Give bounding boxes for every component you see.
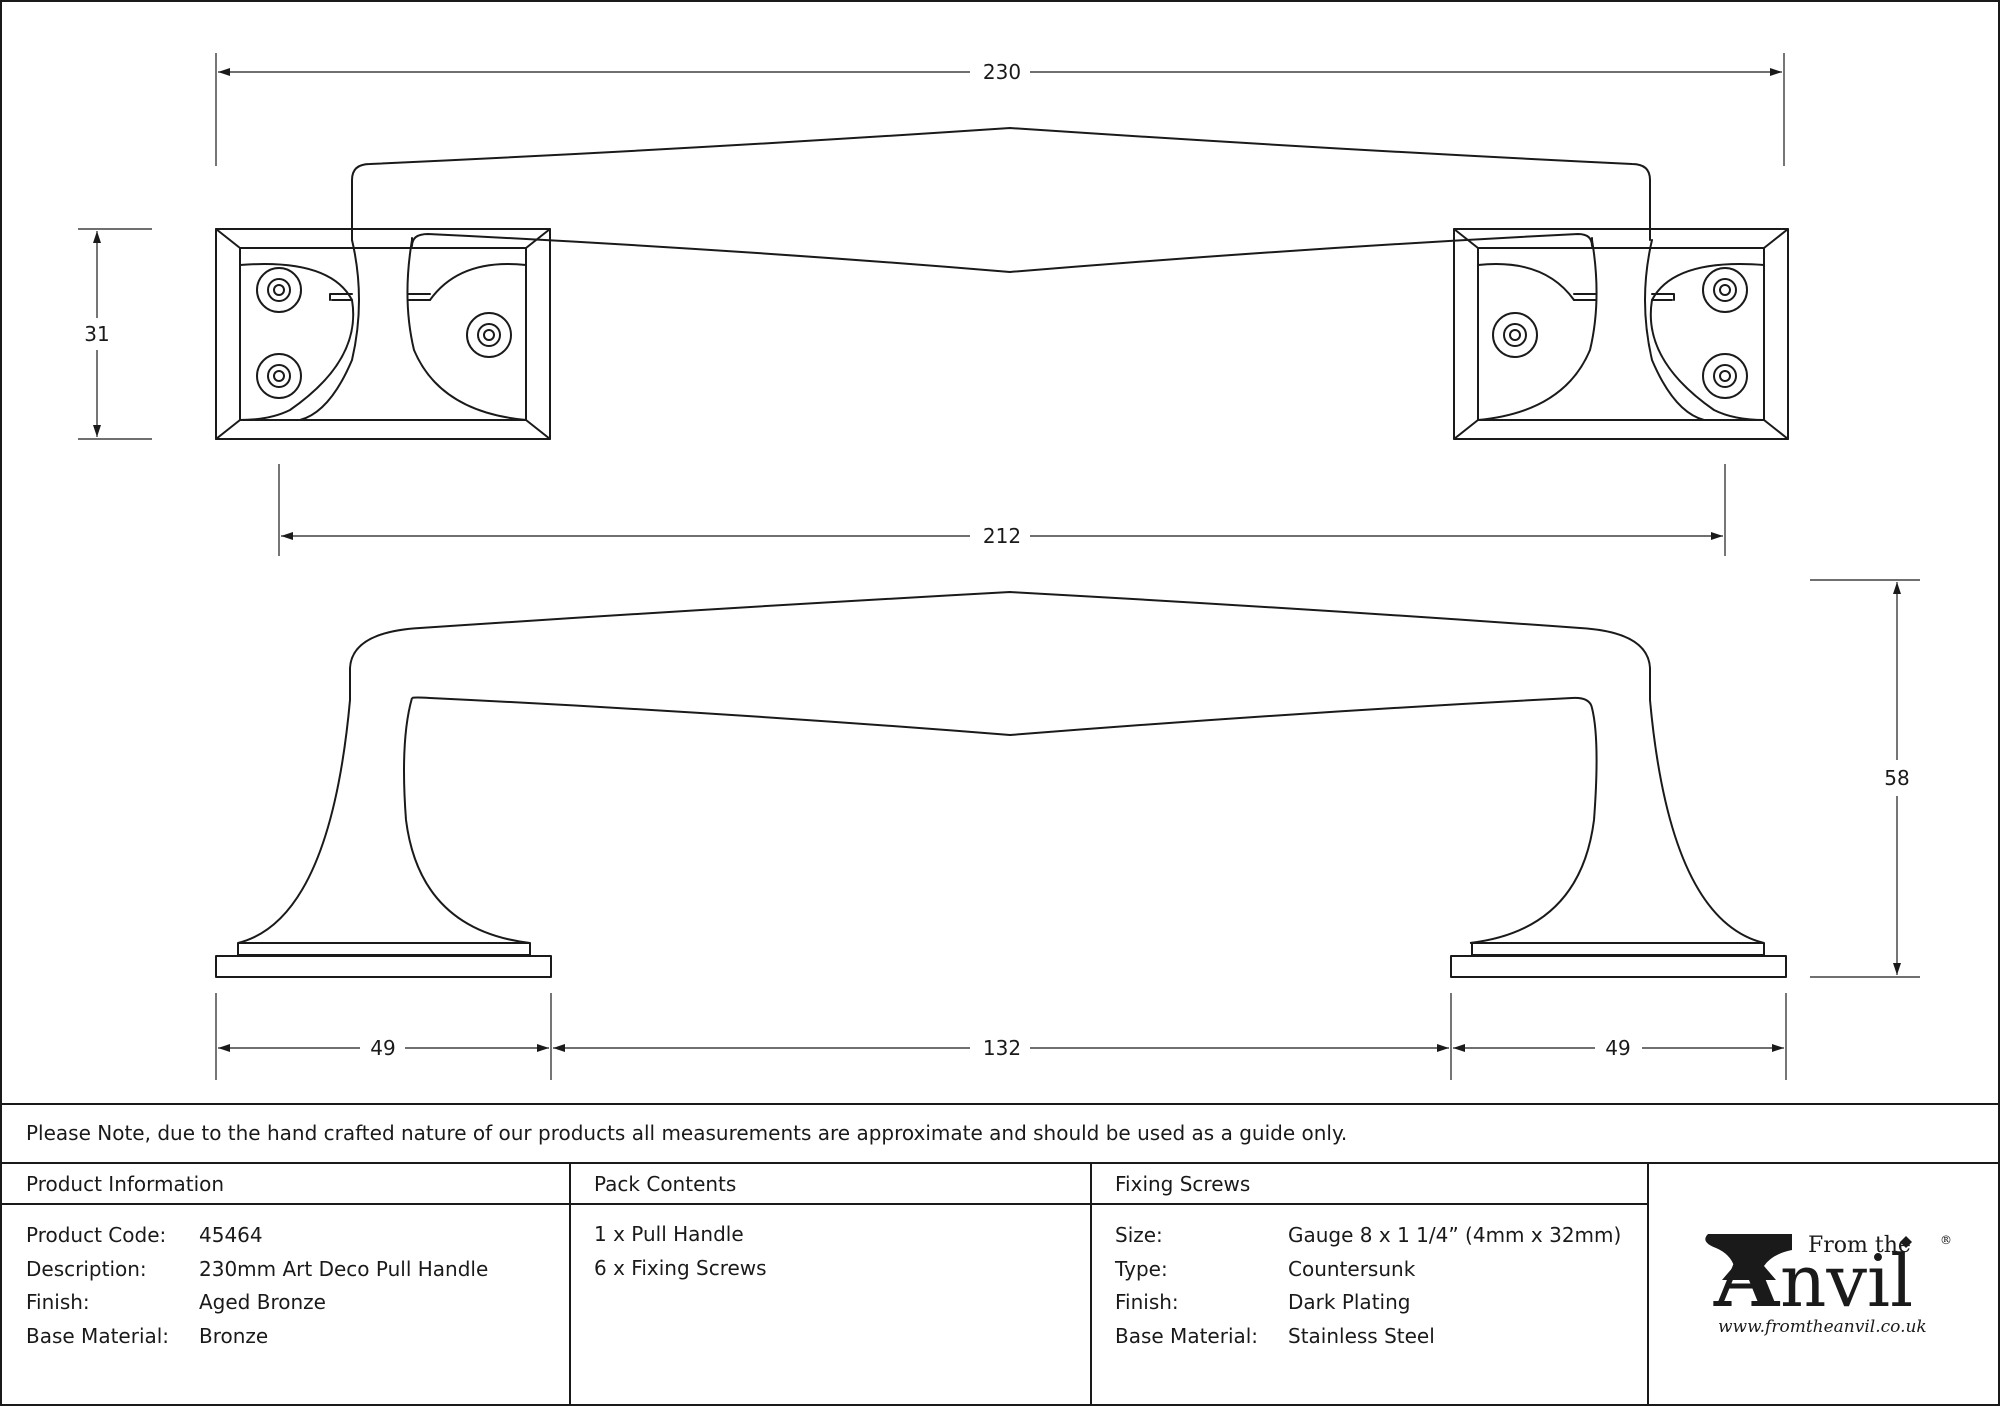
anvil-icon xyxy=(1705,1234,1792,1280)
side-view-left-collar xyxy=(237,942,531,956)
screw-material-label: Base Material: xyxy=(1115,1324,1259,1348)
logo-url: www.fromtheanvil.co.uk xyxy=(1718,1317,1927,1337)
side-view-outer xyxy=(237,591,1765,944)
dim-230-label: 230 xyxy=(983,60,1021,84)
screw-size-label: Size: xyxy=(1115,1223,1163,1247)
base-material-value: Bronze xyxy=(199,1324,269,1348)
dim-212-label: 212 xyxy=(983,524,1021,548)
side-view-inner xyxy=(403,696,1598,944)
top-view xyxy=(215,127,1789,440)
product-info-heading: Product Information xyxy=(26,1172,225,1196)
dim-49-right-label: 49 xyxy=(1605,1036,1630,1060)
disclaimer-note: Please Note, due to the hand crafted nat… xyxy=(26,1121,1348,1145)
side-view-right-collar xyxy=(1471,942,1765,956)
screw-type-value: Countersunk xyxy=(1288,1257,1416,1281)
screw-size-value: Gauge 8 x 1 1/4” (4mm x 32mm) xyxy=(1288,1223,1622,1247)
dim-49-left-label: 49 xyxy=(370,1036,395,1060)
dim-31-label: 31 xyxy=(84,322,109,346)
dim-58-label: 58 xyxy=(1884,766,1909,790)
screw-finish-value: Dark Plating xyxy=(1288,1290,1411,1314)
top-view-grip-inner xyxy=(411,233,1593,273)
logo-initial: A xyxy=(1713,1227,1781,1326)
logo-from-the: From the xyxy=(1808,1233,1911,1258)
from-the-anvil-logo: From the ® A nvil www.fromtheanvil.co.uk xyxy=(1705,1227,1952,1337)
top-view-left-plate xyxy=(215,228,551,440)
pack-item: 6 x Fixing Screws xyxy=(594,1256,767,1280)
logo-wordmark: nvil xyxy=(1780,1239,1913,1323)
description-value: 230mm Art Deco Pull Handle xyxy=(199,1257,489,1281)
pack-contents-heading: Pack Contents xyxy=(594,1172,737,1196)
finish-value: Aged Bronze xyxy=(199,1290,326,1314)
top-view-grip xyxy=(351,127,1651,241)
screw-material-value: Stainless Steel xyxy=(1288,1324,1435,1348)
screw-finish-label: Finish: xyxy=(1115,1290,1179,1314)
side-view xyxy=(215,591,1787,978)
logo-registered-mark: ® xyxy=(1940,1233,1952,1247)
product-code-label: Product Code: xyxy=(26,1223,167,1247)
side-view-right-base xyxy=(1450,955,1787,978)
screw-type-label: Type: xyxy=(1115,1257,1168,1281)
description-label: Description: xyxy=(26,1257,147,1281)
side-view-left-base xyxy=(215,955,552,978)
diamond-icon xyxy=(1900,1236,1912,1248)
finish-label: Finish: xyxy=(26,1290,90,1314)
fixing-screws-heading: Fixing Screws xyxy=(1115,1172,1251,1196)
top-view-right-plate xyxy=(1453,228,1789,440)
base-material-label: Base Material: xyxy=(26,1324,170,1348)
product-code-value: 45464 xyxy=(199,1223,263,1247)
pack-item: 1 x Pull Handle xyxy=(594,1222,744,1246)
dim-132-label: 132 xyxy=(983,1036,1021,1060)
